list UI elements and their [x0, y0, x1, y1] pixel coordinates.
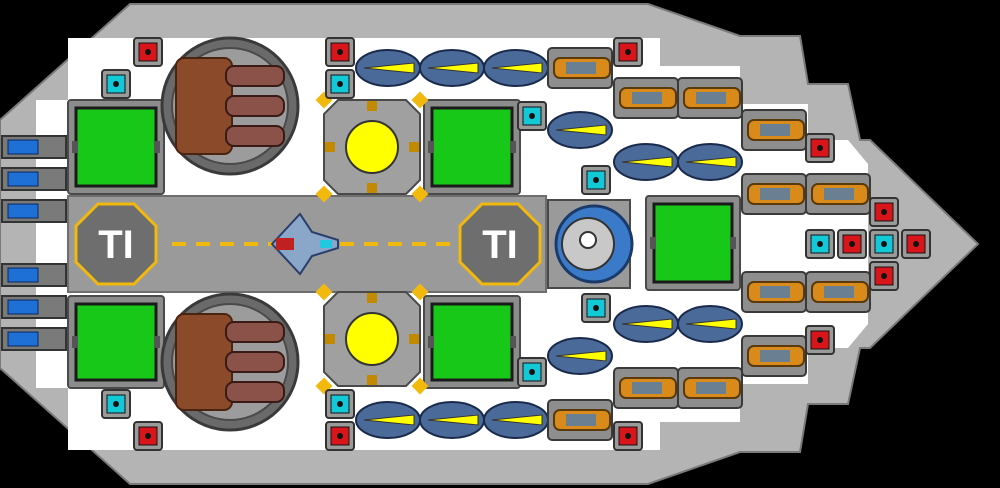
shield-node-icon[interactable]	[325, 389, 355, 419]
missile-launcher[interactable]	[613, 305, 679, 343]
cannon-turret[interactable]	[741, 173, 807, 215]
turret-top[interactable]	[160, 36, 300, 176]
thruster-icon[interactable]	[1, 199, 67, 223]
pad-label: TI	[482, 223, 518, 267]
power-node-icon[interactable]	[613, 37, 643, 67]
power-node-icon[interactable]	[805, 133, 835, 163]
fighter-jet-icon[interactable]	[270, 212, 339, 276]
cannon-turret[interactable]	[613, 367, 679, 409]
shield-node-icon[interactable]	[581, 165, 611, 195]
cannon-turret[interactable]	[805, 271, 871, 313]
shield-node-icon[interactable]	[325, 69, 355, 99]
missile-launcher[interactable]	[419, 401, 485, 439]
power-node-icon[interactable]	[325, 37, 355, 67]
cannon-turret[interactable]	[677, 77, 743, 119]
cannon-turret[interactable]	[677, 367, 743, 409]
missile-launcher[interactable]	[677, 143, 743, 181]
cannon-turret[interactable]	[547, 399, 613, 441]
cannon-turret[interactable]	[547, 47, 613, 89]
cannon-turret[interactable]	[741, 271, 807, 313]
missile-launcher[interactable]	[613, 143, 679, 181]
shield-node-icon[interactable]	[101, 69, 131, 99]
landing-pad-fore[interactable]: TI	[458, 202, 542, 286]
power-node-icon[interactable]	[869, 261, 899, 291]
thruster-icon[interactable]	[1, 295, 67, 319]
power-node-icon[interactable]	[805, 325, 835, 355]
cannon-turret[interactable]	[741, 109, 807, 151]
cannon-turret[interactable]	[805, 173, 871, 215]
thruster-icon[interactable]	[1, 135, 67, 159]
power-node-icon[interactable]	[133, 37, 163, 67]
reactor-top[interactable]	[315, 91, 429, 203]
missile-launcher[interactable]	[547, 337, 613, 375]
power-node-icon[interactable]	[133, 421, 163, 451]
missile-launcher[interactable]	[547, 111, 613, 149]
power-node-icon[interactable]	[901, 229, 931, 259]
shield-node-icon[interactable]	[101, 389, 131, 419]
shield-node-icon[interactable]	[869, 229, 899, 259]
shield-node-icon[interactable]	[517, 357, 547, 387]
thruster-icon[interactable]	[1, 167, 67, 191]
turret-bottom[interactable]	[160, 292, 300, 432]
room-top-right[interactable]	[423, 99, 521, 195]
cannon-turret[interactable]	[613, 77, 679, 119]
turret-icon[interactable]	[547, 199, 634, 289]
room-forward[interactable]	[645, 195, 741, 291]
cannon-turret[interactable]	[741, 335, 807, 377]
shield-node-icon[interactable]	[581, 293, 611, 323]
power-node-icon[interactable]	[325, 421, 355, 451]
missile-launcher[interactable]	[483, 49, 549, 87]
room-bottom-right[interactable]	[423, 295, 521, 389]
missile-launcher[interactable]	[677, 305, 743, 343]
power-node-icon[interactable]	[837, 229, 867, 259]
room-bottom-left[interactable]	[67, 295, 165, 389]
missile-launcher[interactable]	[483, 401, 549, 439]
reactor-bottom[interactable]	[315, 283, 429, 395]
landing-pad-aft[interactable]: TI	[74, 202, 158, 286]
missile-launcher[interactable]	[355, 49, 421, 87]
shield-node-icon[interactable]	[805, 229, 835, 259]
room-top-left[interactable]	[67, 99, 165, 195]
pad-label: TI	[98, 223, 134, 267]
power-node-icon[interactable]	[869, 197, 899, 227]
thruster-icon[interactable]	[1, 327, 67, 351]
shield-node-icon[interactable]	[517, 101, 547, 131]
thruster-icon[interactable]	[1, 263, 67, 287]
missile-launcher[interactable]	[419, 49, 485, 87]
power-node-icon[interactable]	[613, 421, 643, 451]
missile-launcher[interactable]	[355, 401, 421, 439]
